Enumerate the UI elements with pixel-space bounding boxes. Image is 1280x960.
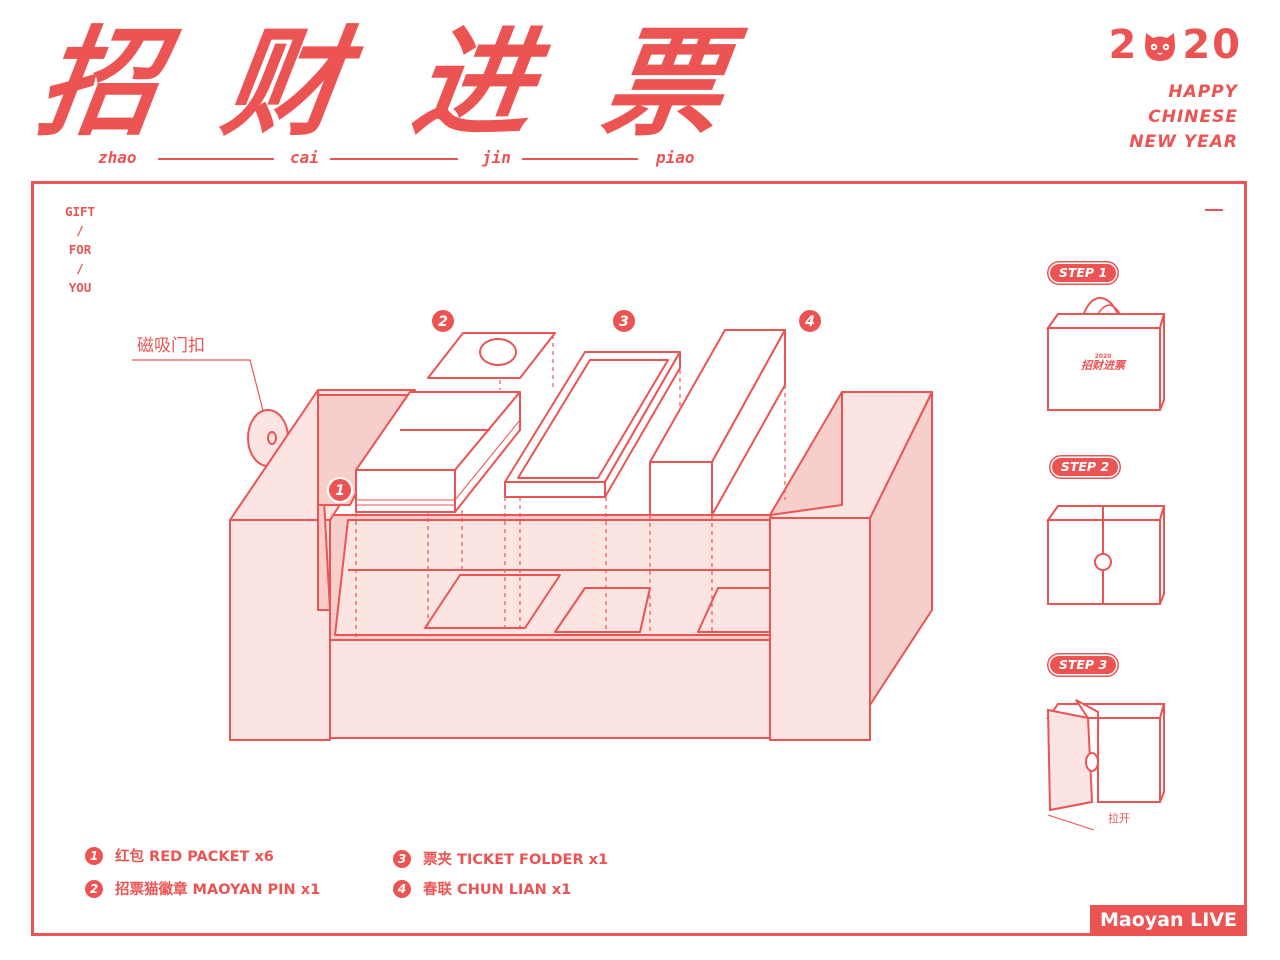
- legend-text: 红包 RED PACKET x6: [115, 849, 274, 865]
- marker-number: 4: [804, 314, 815, 330]
- marker-1: 1: [327, 477, 353, 503]
- step2-box: [1046, 505, 1166, 605]
- ticket-folder-side: [604, 351, 681, 498]
- legend-item-red-packet: 1 红包 RED PACKET x6: [85, 845, 274, 866]
- corner-dash: [1205, 209, 1223, 211]
- gift-label-line: YOU: [68, 280, 92, 295]
- legend-item-chun-lian: 4 春联 CHUN LIAN x1: [393, 878, 571, 899]
- step-1-badge: STEP 1: [1050, 264, 1116, 282]
- red-packet-stack-front: [355, 469, 456, 513]
- gift-label-line: FOR: [68, 242, 92, 257]
- couplet-box-side: [711, 329, 786, 516]
- marker-4: 4: [797, 308, 823, 334]
- pinyin-jin: jin: [482, 148, 511, 167]
- magnetic-clasp-label: 磁吸门扣: [137, 336, 205, 356]
- clasp-dot: [267, 431, 277, 445]
- left-door-face: [229, 519, 331, 741]
- right-door-inner: [769, 391, 843, 516]
- ticket-folder-inset: [517, 359, 669, 479]
- legend-number: 4: [393, 879, 411, 898]
- step-3-badge: STEP 3: [1050, 656, 1116, 674]
- step3-box: [1046, 699, 1166, 831]
- gift-label: GIFT / FOR / YOU: [62, 202, 98, 297]
- gift-label-line: GIFT: [64, 204, 96, 219]
- right-door-face: [769, 517, 871, 741]
- gift-label-line: /: [76, 223, 84, 238]
- legend-item-ticket-folder: 3 票夹 TICKET FOLDER x1: [393, 848, 608, 869]
- pinyin-piao: piao: [656, 148, 695, 167]
- gift-label-line: /: [76, 261, 84, 276]
- marker-number: 1: [335, 483, 345, 499]
- pinyin-cai: cai: [290, 148, 319, 167]
- legend-number: 3: [393, 849, 411, 868]
- legend-text: 春联 CHUN LIAN x1: [423, 882, 572, 898]
- legend-item-maoyan-pin: 2 招票猫徽章 MAOYAN PIN x1: [85, 878, 320, 899]
- pinyin-divider: [522, 158, 638, 160]
- year-digit-left: 2: [1108, 22, 1139, 68]
- bag-year: 2020: [1095, 353, 1112, 360]
- greeting-line: CHINESE: [1148, 107, 1238, 127]
- box-floor: [334, 519, 831, 636]
- legend-number: 1: [85, 846, 103, 865]
- cat-face-icon: [1145, 33, 1176, 61]
- brand-badge: Maoyan LIVE: [1090, 905, 1247, 936]
- pinyin-divider: [330, 158, 458, 160]
- content-frame: [31, 181, 1247, 936]
- pull-open-note: 拉开: [1108, 812, 1130, 825]
- year-mark: 2 20: [1108, 22, 1242, 68]
- pinyin-zhao: zhao: [98, 148, 137, 167]
- box-front-wall: [329, 639, 771, 739]
- greeting: HAPPY CHINESE NEW YEAR: [1129, 80, 1238, 155]
- marker-2: 2: [430, 308, 456, 334]
- year-digit-right: 20: [1182, 22, 1242, 68]
- step1-bag: 2020 招财进票: [1046, 296, 1166, 411]
- pinyin-divider: [158, 158, 274, 160]
- legend-number: 2: [85, 879, 103, 898]
- bag-title: 招财进票: [1081, 359, 1127, 372]
- pin-circle: [479, 338, 517, 366]
- pin-card: [427, 332, 556, 379]
- red-packet-stack-side: [454, 391, 521, 513]
- couplet-box-front: [649, 461, 713, 516]
- diagram-markers: 1 2 3 4: [327, 308, 823, 503]
- legend-text: 招票猫徽章 MAOYAN PIN x1: [115, 882, 321, 898]
- step-2-badge: STEP 2: [1052, 458, 1118, 476]
- ticket-folder-front: [504, 481, 606, 498]
- slot-pin: [424, 574, 561, 629]
- marker-3: 3: [611, 308, 637, 334]
- legend-text: 票夹 TICKET FOLDER x1: [423, 852, 609, 868]
- marker-number: 2: [438, 314, 448, 330]
- callout-leader: [132, 359, 269, 431]
- marker-number: 3: [619, 314, 629, 330]
- greeting-line: HAPPY: [1168, 82, 1238, 102]
- greeting-line: NEW YEAR: [1129, 132, 1238, 152]
- slot-folder: [554, 587, 651, 633]
